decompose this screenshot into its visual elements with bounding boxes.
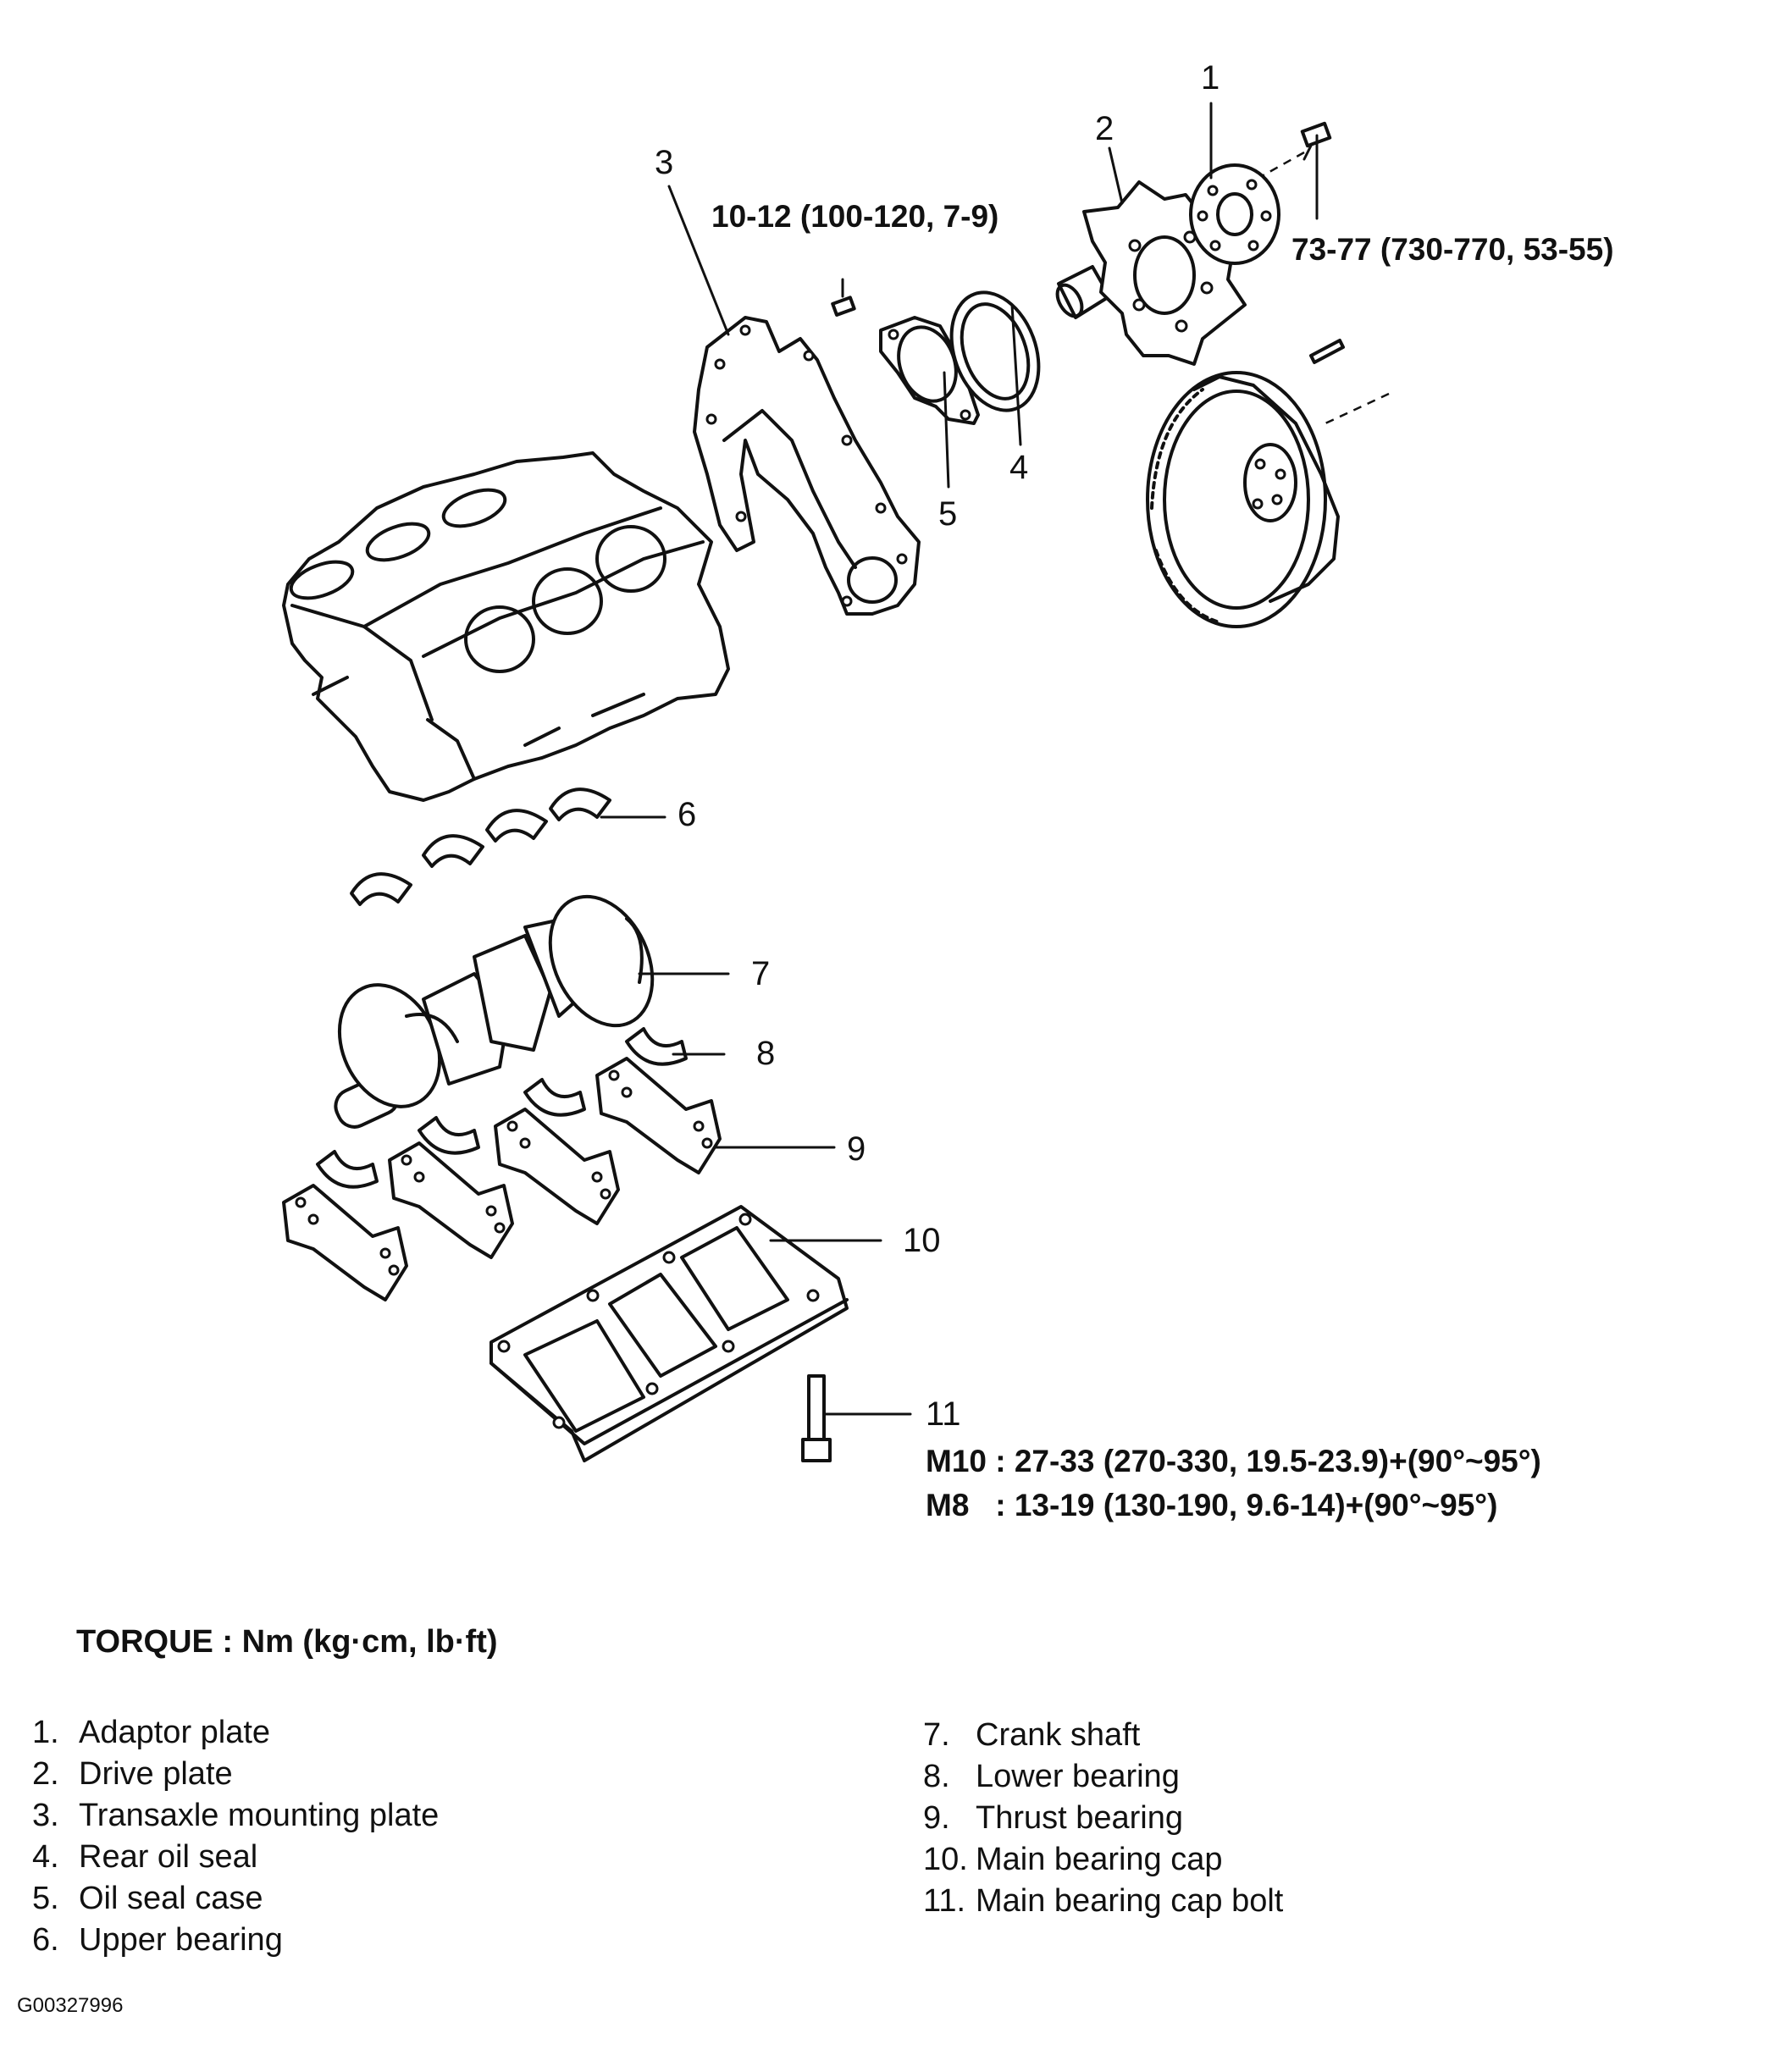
leader-lines	[600, 102, 1319, 1416]
torque-plate-bolt: 73-77 (730-770, 53-55)	[1291, 232, 1614, 267]
adaptor-plate	[1189, 163, 1280, 265]
main-bearing-cap	[489, 1205, 849, 1462]
legend-item: 3.Transaxle mounting plate	[32, 1798, 440, 1833]
torque-units-heading: TORQUE : Nm (kg·cm, lb·ft)	[76, 1624, 498, 1660]
cylinder-block	[282, 451, 730, 802]
legend-item: 10.Main bearing cap	[923, 1842, 1223, 1877]
callout-10: 10	[903, 1222, 941, 1259]
parts-legend-right: 7.Crank shaft 8.Lower bearing 9.Thrust b…	[923, 1715, 1283, 1922]
flywheel-ring-gear	[1146, 371, 1390, 628]
callout-1: 1	[1201, 59, 1220, 97]
callout-2: 2	[1095, 110, 1114, 147]
callout-11: 11	[926, 1395, 961, 1433]
upper-bearing-set	[350, 787, 611, 906]
dowel-pin	[1309, 339, 1345, 364]
main-bearing-cap-bolt	[801, 1374, 832, 1462]
adaptor-plate-bolt	[1261, 121, 1332, 178]
legend-item: 6.Upper bearing	[32, 1922, 283, 1958]
bearing-cap-set	[282, 1057, 722, 1301]
torque-mounting-bolt: 10-12 (100-120, 7-9)	[711, 199, 998, 234]
callout-8: 8	[756, 1035, 775, 1072]
transaxle-mounting-plate	[693, 316, 921, 616]
legend-item: 1.Adaptor plate	[32, 1715, 271, 1750]
callout-4: 4	[1009, 449, 1028, 486]
mounting-plate-bolt	[831, 278, 856, 317]
torque-m8: M8 : 13-19 (130-190, 9.6-14)+(90°~95°)	[926, 1488, 1497, 1522]
crank-shaft	[334, 894, 655, 1129]
torque-m10: M10 : 27-33 (270-330, 19.5-23.9)+(90°~95…	[926, 1444, 1541, 1478]
lower-bearing-set	[316, 1027, 688, 1189]
parts-legend-left: 1.Adaptor plate 2.Drive plate 3.Transaxl…	[32, 1712, 439, 1961]
callout-7: 7	[751, 955, 770, 992]
legend-item: 5.Oil seal case	[32, 1881, 263, 1916]
figure-code: G00327996	[17, 1994, 124, 2017]
callout-9: 9	[847, 1130, 866, 1168]
oil-seal-case	[879, 316, 980, 425]
exploded-engine-diagram: 1 2 3 4 5 6 7 8 9 10 11 10-12 (100-120, …	[282, 59, 1614, 1522]
legend-item: 8.Lower bearing	[923, 1759, 1180, 1794]
callout-5: 5	[938, 495, 957, 533]
callout-6: 6	[678, 796, 696, 833]
legend-item: 2.Drive plate	[32, 1756, 233, 1792]
legend-item: 9.Thrust bearing	[923, 1800, 1184, 1836]
legend-item: 11.Main bearing cap bolt	[923, 1883, 1284, 1919]
legend-item: 4.Rear oil seal	[32, 1839, 258, 1875]
callout-3: 3	[655, 144, 673, 181]
legend-item: 7.Crank shaft	[923, 1717, 1141, 1753]
